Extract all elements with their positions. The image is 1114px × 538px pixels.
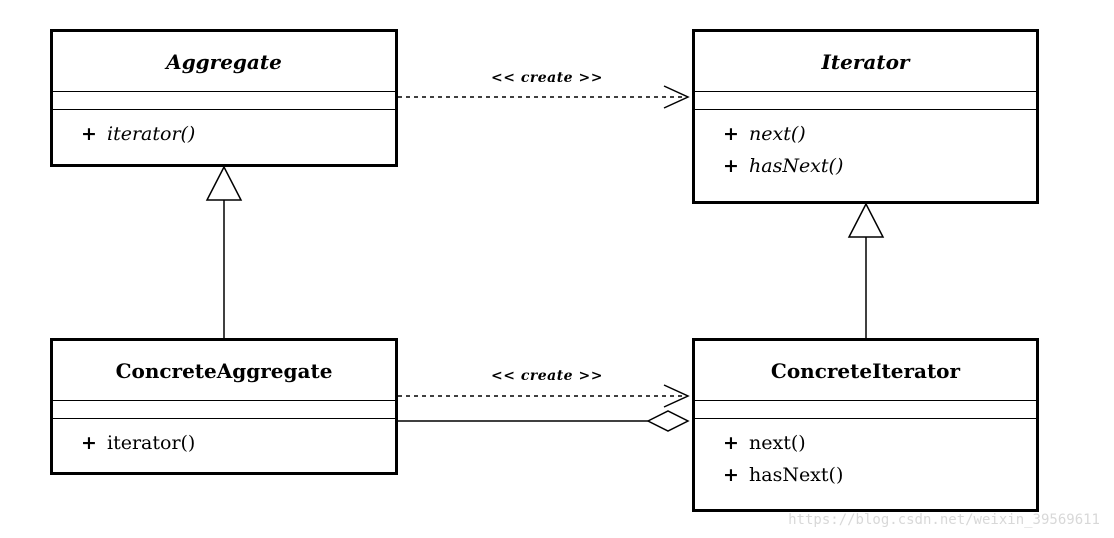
aggregation-diamond [646,410,690,432]
operation-name: iterator() [107,123,196,145]
operation: + next() [723,427,1036,459]
class-concrete-aggregate-attributes [53,401,395,419]
operation-name: next() [749,123,806,145]
create-dependency-bottom-arrowhead [663,384,690,408]
create-label-bottom: << create >> [491,368,603,384]
class-concrete-iterator-attributes [695,401,1036,419]
watermark-url: https://blog.csdn.net/weixin_39569611 [788,512,1100,528]
class-concrete-aggregate[interactable]: ConcreteAggregate + iterator() [50,338,398,475]
class-concrete-iterator[interactable]: ConcreteIterator + next() + hasNext() [692,338,1039,512]
operation-visibility: + [723,464,739,486]
operation: + hasNext() [723,459,1036,491]
class-aggregate-attributes [53,92,395,110]
operation-name: hasNext() [749,464,844,486]
operation-visibility: + [723,123,739,145]
class-concrete-iterator-name: ConcreteIterator [695,341,1036,401]
class-concrete-aggregate-name: ConcreteAggregate [53,341,395,401]
class-aggregate[interactable]: Aggregate + iterator() [50,29,398,167]
class-concrete-aggregate-operations: + iterator() [53,419,395,459]
operation-visibility: + [723,155,739,177]
create-dependency-top-arrowhead [663,85,690,109]
operation-visibility: + [723,432,739,454]
operation: + iterator() [81,427,395,459]
operation-name: hasNext() [749,155,844,177]
operation-visibility: + [81,432,97,454]
create-label-top: << create >> [491,70,603,86]
class-aggregate-name: Aggregate [53,32,395,92]
operation-name: iterator() [107,432,196,454]
operation-visibility: + [81,123,97,145]
class-iterator-attributes [695,92,1036,110]
class-iterator-operations: + next() + hasNext() [695,110,1036,182]
generalization-aggregate-triangle [205,165,243,201]
operation: + next() [723,118,1036,150]
class-iterator[interactable]: Iterator + next() + hasNext() [692,29,1039,204]
class-concrete-iterator-operations: + next() + hasNext() [695,419,1036,491]
operation: + hasNext() [723,150,1036,182]
operation: + iterator() [81,118,395,150]
operation-name: next() [749,432,806,454]
class-aggregate-operations: + iterator() [53,110,395,150]
generalization-iterator-triangle [847,202,885,238]
class-iterator-name: Iterator [695,32,1036,92]
